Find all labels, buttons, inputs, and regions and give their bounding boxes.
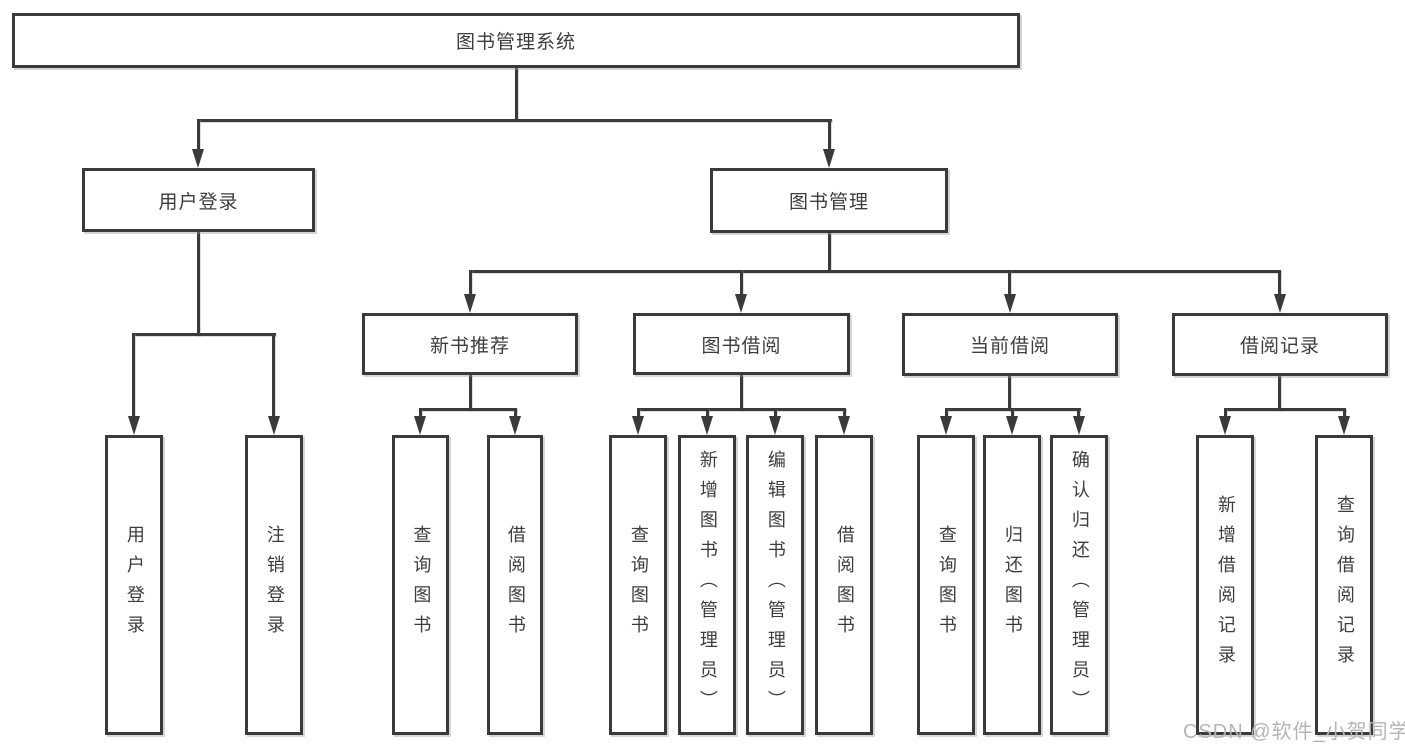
node-label: 借阅记录 xyxy=(1239,336,1320,357)
leaf-query-books-recommend: 查询图书 xyxy=(392,435,449,735)
connector-drop-book-management xyxy=(828,119,831,151)
arrow-down-icon xyxy=(192,149,204,168)
connector-drop xyxy=(1011,408,1014,418)
connector-book-borrowing-hbar xyxy=(637,408,846,411)
arrow-down-icon xyxy=(509,416,521,435)
connector-current-borrowing-trunk xyxy=(1008,376,1011,411)
node-label: 确认归还（管理员） xyxy=(1069,450,1090,720)
arrow-down-icon xyxy=(823,149,835,168)
node-label: 查询图书 xyxy=(628,525,649,645)
connector-drop xyxy=(774,408,777,418)
node-label: 新增借阅记录 xyxy=(1215,495,1236,675)
leaf-logout: 注销登录 xyxy=(245,435,303,735)
leaf-borrow-books-borrowing: 借阅图书 xyxy=(815,435,873,735)
connector-drop-book-borrowing xyxy=(740,270,743,297)
arrow-down-icon xyxy=(769,416,781,435)
leaf-borrow-books-recommend: 借阅图书 xyxy=(487,435,543,735)
arrow-down-icon xyxy=(464,294,476,313)
node-book-management: 图书管理 xyxy=(710,168,948,233)
arrow-down-icon xyxy=(1004,294,1016,313)
node-label: 用户登录 xyxy=(158,191,239,213)
connector-level1-hbar xyxy=(197,119,832,122)
node-user-login: 用户登录 xyxy=(82,168,315,232)
leaf-return-books: 归还图书 xyxy=(983,435,1041,735)
connector-drop xyxy=(945,408,948,418)
connector-drop xyxy=(637,408,640,418)
connector-drop xyxy=(514,408,517,418)
node-new-book-recommend: 新书推荐 xyxy=(362,313,578,375)
node-borrow-records: 借阅记录 xyxy=(1172,313,1388,376)
arrow-down-icon xyxy=(1338,416,1350,435)
connector-drop-leaf-user-login xyxy=(132,333,135,418)
connector-borrow-records-trunk xyxy=(1278,376,1281,411)
leaf-edit-books-admin: 编辑图书（管理员） xyxy=(746,435,804,735)
leaf-confirm-return-admin: 确认归还（管理员） xyxy=(1050,435,1108,735)
arrow-down-icon xyxy=(414,416,426,435)
leaf-query-borrow-record: 查询借阅记录 xyxy=(1315,435,1373,735)
connector-drop xyxy=(1077,408,1080,418)
leaf-query-books-borrowing: 查询图书 xyxy=(609,435,667,735)
connector-book-management-trunk xyxy=(828,233,831,272)
connector-drop xyxy=(706,408,709,418)
connector-drop-current-borrowing xyxy=(1008,270,1011,297)
arrow-down-icon xyxy=(1006,416,1018,435)
connector-new-book-hbar xyxy=(419,408,517,411)
connector-root-trunk xyxy=(515,68,518,121)
connector-drop xyxy=(1343,408,1346,418)
connector-drop xyxy=(843,408,846,418)
connector-level3-hbar xyxy=(469,270,1281,273)
connector-book-borrowing-trunk xyxy=(740,375,743,411)
node-label: 图书借阅 xyxy=(701,335,782,357)
node-book-borrowing: 图书借阅 xyxy=(633,313,850,375)
node-label: 图书管理 xyxy=(788,192,869,213)
node-label: 借阅图书 xyxy=(505,525,526,645)
node-label: 查询借阅记录 xyxy=(1334,495,1355,675)
node-label: 注销登录 xyxy=(264,525,285,645)
node-label: 编辑图书（管理员） xyxy=(765,450,786,720)
node-label: 借阅图书 xyxy=(834,525,855,645)
arrow-down-icon xyxy=(1073,416,1085,435)
node-label: 查询图书 xyxy=(411,525,432,645)
arrow-down-icon xyxy=(735,294,747,313)
arrow-down-icon xyxy=(701,416,713,435)
node-label: 用户登录 xyxy=(124,525,145,645)
arrow-down-icon xyxy=(632,416,644,435)
connector-drop-borrow-records xyxy=(1278,270,1281,297)
connector-user-login-trunk xyxy=(197,232,200,336)
node-label: 新书推荐 xyxy=(429,335,510,357)
leaf-query-books-current: 查询图书 xyxy=(917,435,975,735)
connector-drop-new-book xyxy=(469,270,472,297)
connector-new-book-trunk xyxy=(469,375,472,411)
connector-user-login-hbar xyxy=(132,333,276,336)
node-label: 新增图书（管理员） xyxy=(697,450,718,720)
node-label: 查询图书 xyxy=(936,525,957,645)
leaf-add-borrow-record: 新增借阅记录 xyxy=(1196,435,1254,735)
leaf-user-login: 用户登录 xyxy=(105,435,163,735)
node-label: 图书管理系统 xyxy=(455,32,576,53)
arrow-down-icon xyxy=(1219,416,1231,435)
connector-drop xyxy=(419,408,422,418)
arrow-down-icon xyxy=(128,416,140,435)
node-current-borrowing: 当前借阅 xyxy=(902,313,1118,376)
arrow-down-icon xyxy=(940,416,952,435)
leaf-add-books-admin: 新增图书（管理员） xyxy=(678,435,736,735)
connector-borrow-records-hbar xyxy=(1224,408,1346,411)
arrow-down-icon xyxy=(838,416,850,435)
node-library-system: 图书管理系统 xyxy=(12,13,1020,68)
node-label: 归还图书 xyxy=(1002,525,1023,645)
watermark-csdn: CSDN @软件_小贺同学 xyxy=(1183,721,1405,743)
arrow-down-icon xyxy=(268,416,280,435)
connector-drop-user-login xyxy=(197,119,200,151)
connector-drop xyxy=(1224,408,1227,418)
arrow-down-icon xyxy=(1274,294,1286,313)
connector-drop-leaf-logout xyxy=(272,333,275,418)
node-label: 当前借阅 xyxy=(969,336,1050,357)
